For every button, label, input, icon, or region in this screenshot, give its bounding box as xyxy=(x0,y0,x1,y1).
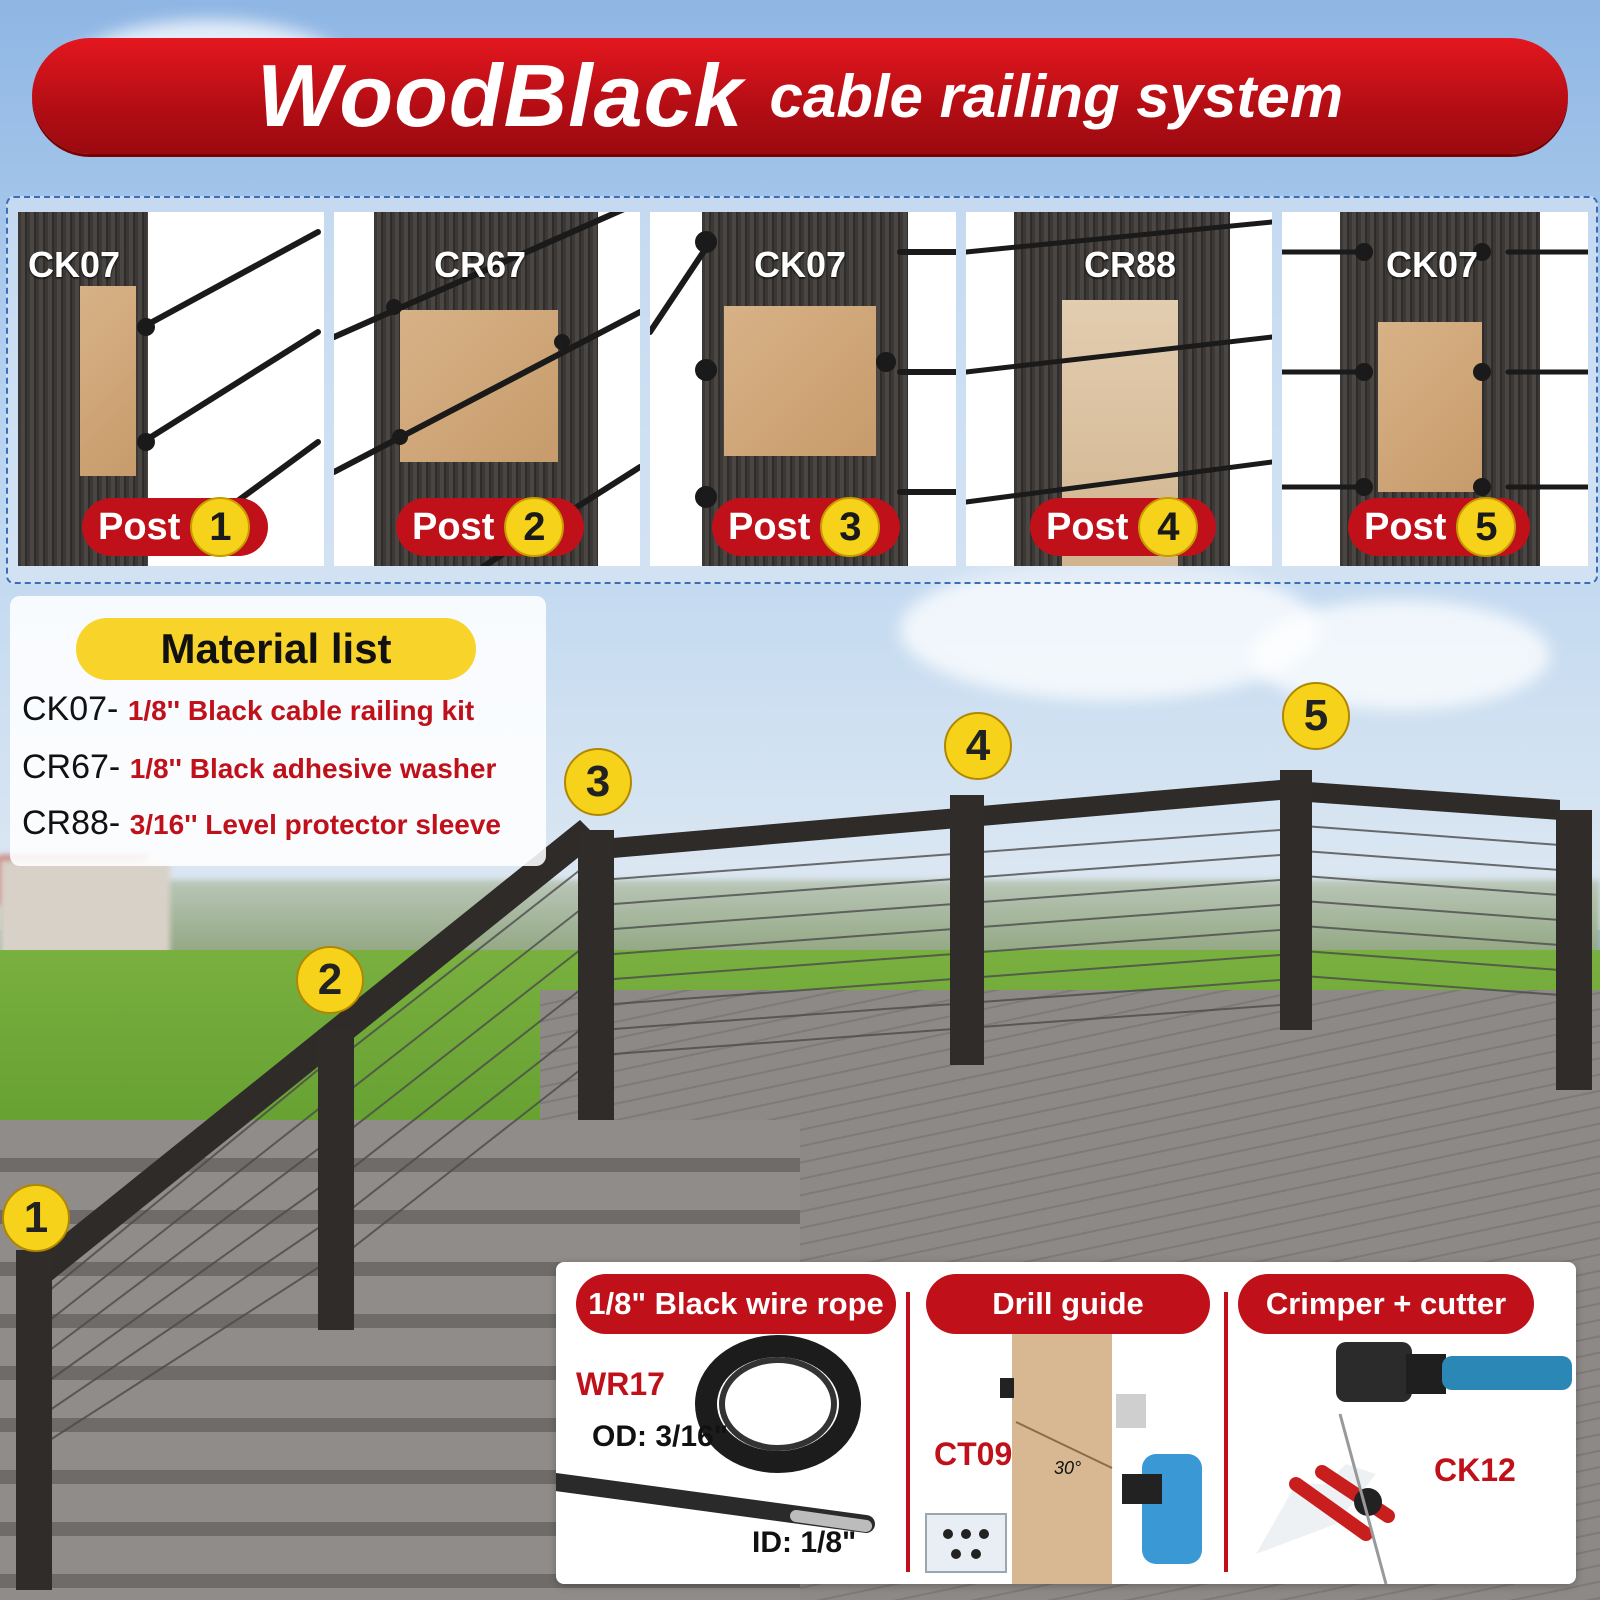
divider xyxy=(906,1292,910,1572)
material-item: CR67- 1/8'' Black adhesive washer xyxy=(22,748,496,787)
post-label: Post xyxy=(412,505,495,548)
material-desc: 1/8'' Black adhesive washer xyxy=(129,753,497,784)
wire-id-label: ID: 1/8" xyxy=(752,1526,857,1559)
post-number: 5 xyxy=(1456,497,1517,557)
post-label: Post xyxy=(98,505,181,548)
post-marker-5: 5 xyxy=(1282,682,1350,750)
crimper-code: CK12 xyxy=(1434,1452,1516,1488)
post-number: 3 xyxy=(820,497,881,557)
crimper-cutter-icon xyxy=(1256,1342,1572,1584)
material-list: Material list CK07- 1/8'' Black cable ra… xyxy=(10,596,546,866)
drill-guide-icon xyxy=(925,1334,1202,1584)
distant-hills xyxy=(0,880,1600,960)
post-badge-4: Post 4 xyxy=(1030,497,1216,557)
wire-rope-title: 1/8" Black wire rope xyxy=(576,1274,896,1334)
post-code: CK07 xyxy=(1386,244,1479,285)
post-code: CR67 xyxy=(434,244,527,285)
wire-od-label: OD: 3/16" xyxy=(592,1420,728,1453)
title-banner: WoodBlack cable railing system xyxy=(32,38,1568,154)
post-code: CR88 xyxy=(1084,244,1177,285)
post-number: 1 xyxy=(190,497,251,557)
post-marker-1: 1 xyxy=(2,1184,70,1252)
post-label: Post xyxy=(1364,505,1447,548)
post-badge-5: Post 5 xyxy=(1348,497,1530,557)
posts-strip: CK07 Post 1 CR67 Post 2 xyxy=(6,196,1598,584)
wire-rope-code: WR17 xyxy=(576,1366,665,1402)
divider xyxy=(1224,1292,1228,1572)
post-panel-1: CK07 Post 1 xyxy=(18,212,324,566)
drill-angle-label: 30° xyxy=(1054,1458,1082,1478)
post-badge-2: Post 2 xyxy=(396,497,584,557)
cable-fittings xyxy=(966,219,1272,505)
cable-fittings xyxy=(650,231,956,508)
material-list-title: Material list xyxy=(76,618,476,680)
post-panel-2: CR67 Post 2 xyxy=(334,212,640,566)
post-code: CK07 xyxy=(754,244,847,285)
brand-name: WoodBlack xyxy=(256,46,744,145)
material-code: CK07- xyxy=(22,690,119,728)
material-desc: 1/8'' Black cable railing kit xyxy=(127,695,475,726)
material-item: CK07- 1/8'' Black cable railing kit xyxy=(22,690,474,729)
post-cutaway xyxy=(1378,322,1482,492)
material-code: CR88- xyxy=(22,804,121,842)
post-code: CK07 xyxy=(28,244,121,285)
post-cutaway xyxy=(400,310,558,462)
crimper-title: Crimper + cutter xyxy=(1238,1274,1534,1334)
post-marker-2: 2 xyxy=(296,946,364,1014)
post-marker-3: 3 xyxy=(564,748,632,816)
post-panel-4: CR88 Post 4 xyxy=(966,212,1272,566)
drill-guide-title: Drill guide xyxy=(926,1274,1210,1334)
post-label: Post xyxy=(1046,505,1129,548)
post-badge-1: Post 1 xyxy=(82,497,268,557)
post-badge-3: Post 3 xyxy=(712,497,900,557)
cable-fittings xyxy=(1282,243,1588,496)
post-cutaway xyxy=(80,286,136,476)
post-number: 2 xyxy=(504,497,565,557)
banner-subtitle: cable railing system xyxy=(769,62,1344,130)
post-number: 4 xyxy=(1138,497,1199,557)
tools-panel: 1/8" Black wire rope WR17 OD: 3/16" ID: … xyxy=(556,1262,1576,1584)
material-desc: 3/16'' Level protector sleeve xyxy=(129,809,501,840)
material-item: CR88- 3/16'' Level protector sleeve xyxy=(22,804,501,843)
post-panel-5: CK07 Post 5 xyxy=(1282,212,1588,566)
drill-guide-code: CT09 xyxy=(934,1436,1013,1472)
post-cutaway xyxy=(724,306,876,456)
post-label: Post xyxy=(728,505,811,548)
wire-rope-coil-icon xyxy=(556,1335,875,1533)
post-marker-4: 4 xyxy=(944,712,1012,780)
post-panel-3: CK07 Post 3 xyxy=(650,212,956,566)
material-code: CR67- xyxy=(22,748,121,786)
